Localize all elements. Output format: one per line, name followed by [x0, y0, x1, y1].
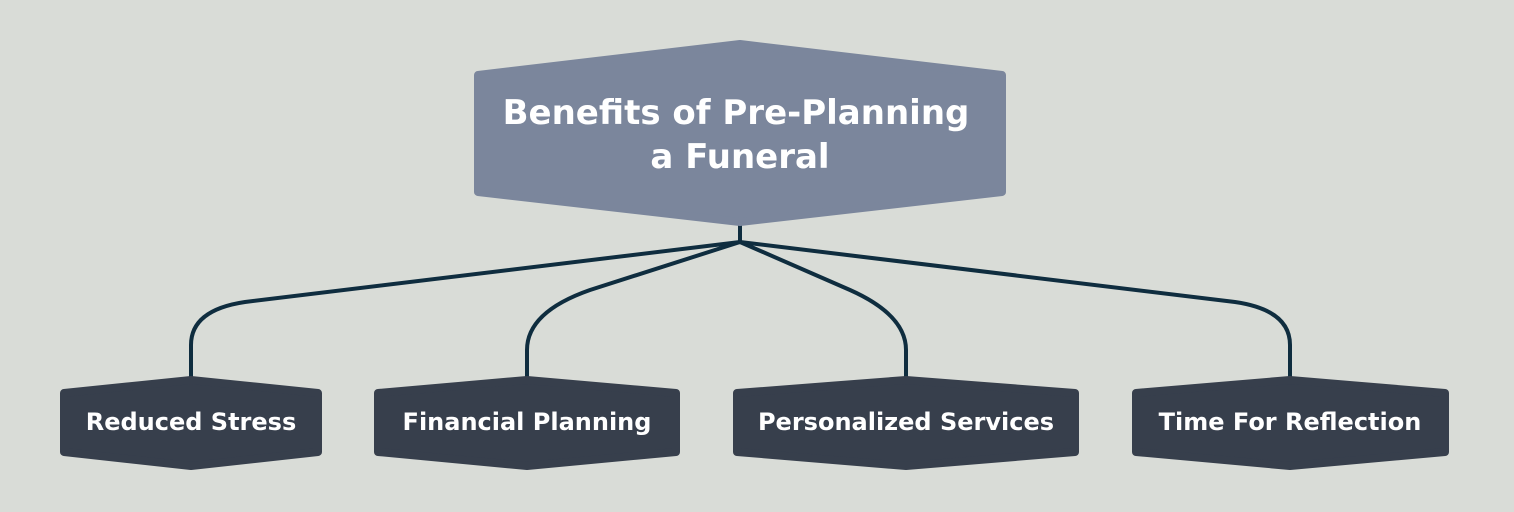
child-node-time-for-reflection[interactable]: Time For Reflection [1132, 376, 1449, 470]
connector-reduced-stress [189, 240, 742, 380]
root-node[interactable]: Benefits of Pre-Planning a Funeral [474, 40, 1006, 226]
root-title-line-1: Benefits of Pre-Planning [503, 93, 970, 133]
connector-personalized-services [738, 240, 908, 380]
child-node-financial-planning[interactable]: Financial Planning [374, 376, 680, 470]
child-node-personalized-services[interactable]: Personalized Services [733, 376, 1079, 470]
root-title-line-2: a Funeral [650, 137, 829, 177]
connector-financial-planning [525, 240, 742, 380]
child-label: Personalized Services [758, 408, 1054, 436]
child-label: Financial Planning [403, 408, 652, 436]
connector-time-for-reflection [738, 240, 1292, 380]
child-node-reduced-stress[interactable]: Reduced Stress [60, 376, 322, 470]
connectors [189, 222, 1292, 380]
child-label: Reduced Stress [86, 408, 297, 436]
child-label: Time For Reflection [1159, 408, 1422, 436]
